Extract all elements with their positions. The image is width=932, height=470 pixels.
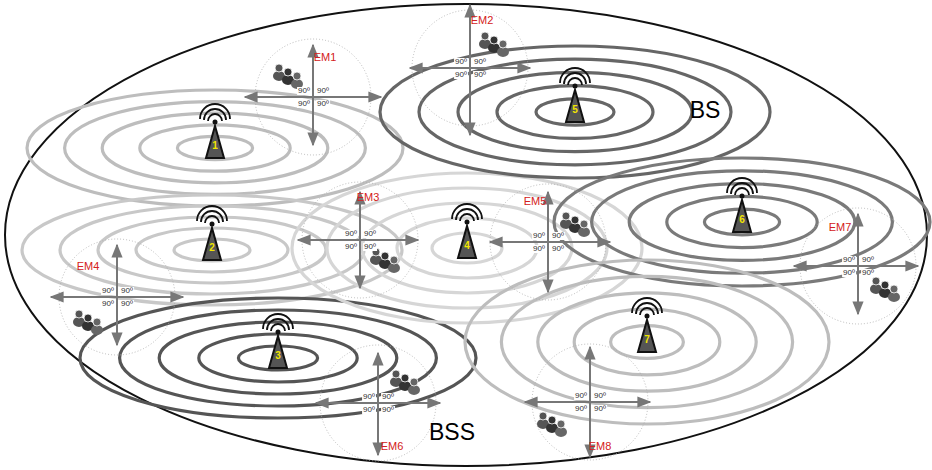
angle-label: 90º	[532, 232, 546, 240]
monitor-label: EM8	[589, 441, 612, 452]
angle-label: 90º	[362, 393, 376, 401]
angle-label: 90º	[551, 245, 565, 253]
monitor-label: EM1	[314, 52, 337, 63]
user-group-icon	[73, 32, 900, 437]
tower-number: 1	[212, 141, 218, 151]
measurement-crosses	[51, 5, 918, 461]
angle-label: 90º	[574, 405, 588, 413]
angle-label: 90º	[454, 58, 468, 66]
angle-label: 90º	[120, 300, 134, 308]
angle-label: 90º	[316, 100, 330, 108]
angle-label: 90º	[454, 71, 468, 79]
angle-label: 90º	[363, 230, 377, 238]
angle-label: 90º	[381, 393, 395, 401]
angle-label: 90º	[297, 87, 311, 95]
angle-label: 90º	[593, 405, 607, 413]
angle-label: 90º	[363, 243, 377, 251]
angle-label: 90º	[861, 256, 875, 264]
angle-label: 90º	[344, 230, 358, 238]
angle-label: 90º	[861, 269, 875, 277]
angle-label: 90º	[593, 392, 607, 400]
tower-number: 4	[464, 241, 470, 251]
monitor-label: EM3	[357, 192, 380, 203]
angle-label: 90º	[344, 243, 358, 251]
angle-label: 90º	[532, 245, 546, 253]
angle-label: 90º	[297, 100, 311, 108]
angle-label: 90º	[473, 58, 487, 66]
angle-label: 90º	[842, 269, 856, 277]
angle-label: 90º	[316, 87, 330, 95]
angle-label: 90º	[101, 287, 115, 295]
tower-number: 3	[275, 351, 281, 361]
tower-number: 5	[572, 105, 578, 115]
coverage-rings	[22, 46, 930, 424]
angle-label: 90º	[842, 256, 856, 264]
angle-label: 90º	[381, 406, 395, 414]
tower-number: 6	[739, 215, 745, 225]
region-label: BSS	[429, 421, 475, 444]
monitor-label: EM6	[381, 441, 404, 452]
monitor-label: EM2	[471, 15, 494, 26]
angle-label: 90º	[101, 300, 115, 308]
angle-label: 90º	[120, 287, 134, 295]
monitor-label: EM5	[524, 196, 547, 207]
angle-label: 90º	[574, 392, 588, 400]
monitor-label: EM7	[829, 222, 852, 233]
angle-label: 90º	[362, 406, 376, 414]
monitor-label: EM4	[77, 261, 100, 272]
tower-number: 7	[644, 335, 650, 345]
angle-label: 90º	[473, 71, 487, 79]
base-station-tower	[197, 68, 757, 368]
tower-number: 2	[209, 243, 215, 253]
section-label: BS	[690, 99, 721, 122]
angle-label: 90º	[551, 232, 565, 240]
